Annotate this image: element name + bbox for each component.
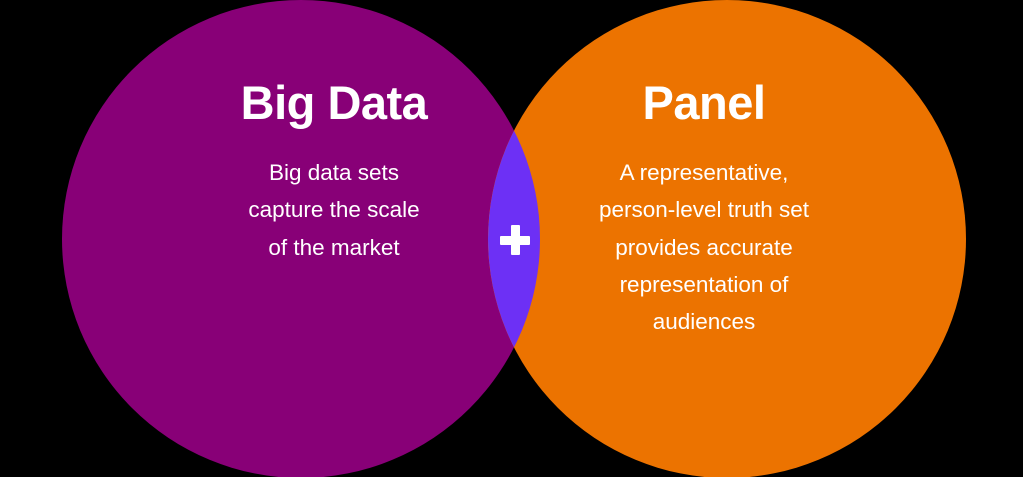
panel-circle [488,0,966,477]
big-data-circle [62,0,540,477]
